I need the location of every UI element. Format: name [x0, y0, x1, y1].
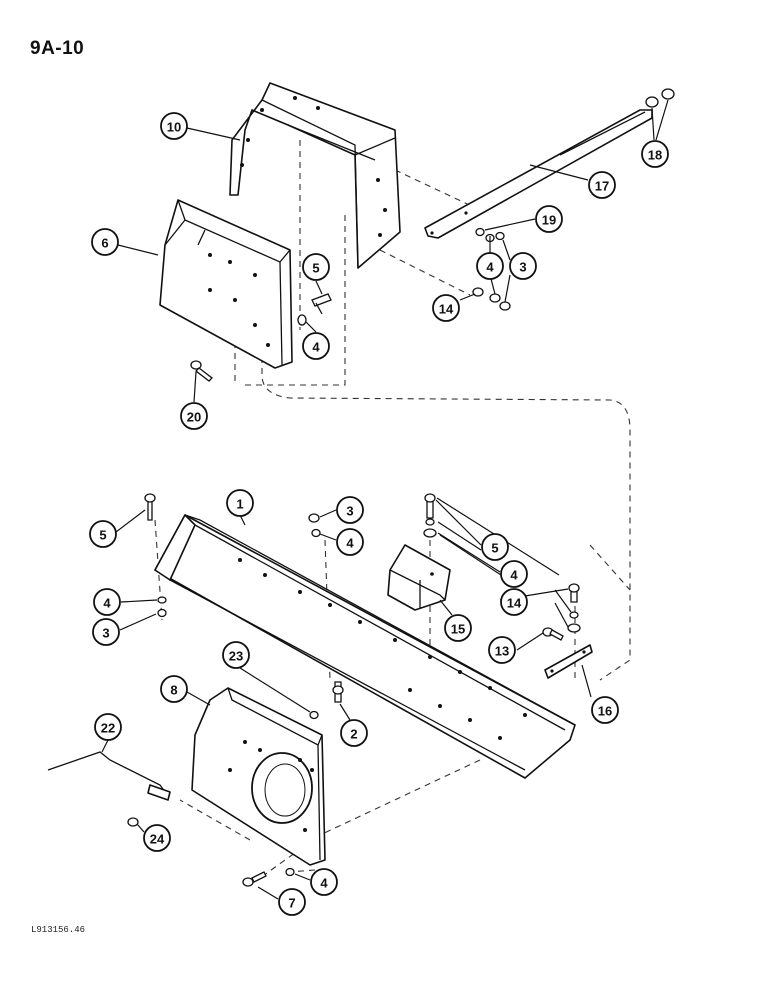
svg-text:24: 24: [150, 832, 165, 847]
callout-3-rod: 3: [509, 252, 537, 280]
part-angle-bracket: [387, 544, 451, 611]
callout-14-right: 14: [500, 588, 528, 616]
svg-text:3: 3: [102, 626, 109, 641]
svg-text:19: 19: [542, 213, 556, 228]
svg-text:4: 4: [346, 536, 354, 551]
callout-13: 13: [488, 636, 516, 664]
callout-4-center: 4: [336, 528, 364, 556]
part-flat-strap: [544, 644, 593, 679]
part-lower-plate: [191, 687, 326, 866]
svg-text:4: 4: [510, 568, 518, 583]
callout-7: 7: [278, 888, 306, 916]
callout-4-left: 4: [93, 588, 121, 616]
figure-code: L913156.46: [31, 925, 86, 935]
svg-text:6: 6: [101, 236, 108, 251]
callout-1: 1: [226, 489, 254, 517]
svg-text:16: 16: [598, 704, 612, 719]
svg-text:18: 18: [648, 148, 662, 163]
callout-6: 6: [91, 228, 119, 256]
part-main-channel-frame: [154, 514, 576, 779]
callout-3-left: 3: [92, 618, 120, 646]
svg-text:3: 3: [519, 260, 526, 275]
callout-16: 16: [591, 696, 619, 724]
svg-text:2: 2: [350, 727, 357, 742]
callout-2: 2: [340, 719, 368, 747]
callout-24: 24: [143, 824, 171, 852]
callout-17: 17: [588, 171, 616, 199]
callout-4-rod: 4: [476, 252, 504, 280]
svg-text:15: 15: [451, 622, 465, 637]
callout-15: 15: [444, 614, 472, 642]
svg-text:4: 4: [312, 340, 320, 355]
svg-text:5: 5: [491, 541, 498, 556]
svg-text:10: 10: [167, 120, 181, 135]
page-number: 9A-10: [30, 38, 85, 59]
callout-5-left: 5: [89, 520, 117, 548]
svg-text:17: 17: [595, 179, 609, 194]
hardware-fasteners: [127, 88, 675, 887]
svg-text:22: 22: [101, 721, 115, 736]
callout-5-upper: 5: [302, 253, 330, 281]
svg-text:20: 20: [187, 410, 201, 425]
svg-text:4: 4: [103, 596, 111, 611]
svg-text:13: 13: [495, 644, 509, 659]
callout-10: 10: [160, 112, 188, 140]
part-side-plate: [159, 199, 293, 369]
callout-5-right: 5: [481, 533, 509, 561]
callout-20: 20: [180, 402, 208, 430]
svg-text:5: 5: [312, 261, 319, 276]
svg-text:5: 5: [99, 528, 106, 543]
callout-18: 18: [641, 140, 669, 168]
svg-text:7: 7: [288, 896, 295, 911]
callout-4-bottom: 4: [310, 868, 338, 896]
svg-text:14: 14: [439, 302, 454, 317]
part-long-rod: [424, 109, 653, 239]
callout-8: 8: [160, 675, 188, 703]
part-crank-handle: [47, 751, 171, 801]
callout-19: 19: [535, 205, 563, 233]
svg-text:4: 4: [486, 260, 494, 275]
svg-text:14: 14: [507, 596, 522, 611]
callout-4-upper: 4: [302, 332, 330, 360]
callout-4-right: 4: [500, 560, 528, 588]
svg-text:23: 23: [229, 649, 243, 664]
svg-text:1: 1: [236, 497, 243, 512]
callout-22: 22: [94, 713, 122, 741]
svg-text:4: 4: [320, 876, 328, 891]
callout-23: 23: [222, 641, 250, 669]
callout-14-rod: 14: [432, 294, 460, 322]
part-upper-u-bracket: [229, 82, 401, 269]
svg-text:8: 8: [170, 683, 177, 698]
callout-3-center: 3: [336, 496, 364, 524]
svg-text:3: 3: [346, 504, 353, 519]
